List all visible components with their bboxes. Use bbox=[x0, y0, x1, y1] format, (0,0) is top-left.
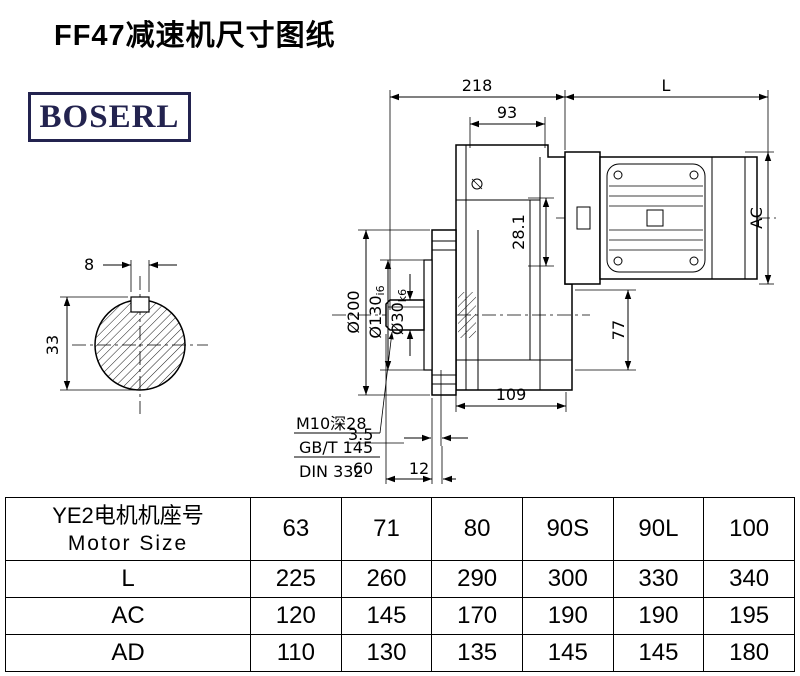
dim-d200-label: Ø200 bbox=[344, 290, 363, 333]
keyway bbox=[130, 296, 150, 313]
dim-d30-label: Ø30k6 bbox=[388, 289, 409, 335]
dim-12-label: 12 bbox=[409, 459, 429, 478]
dim-93-label: 93 bbox=[497, 103, 517, 122]
row-label-AD: AD bbox=[5, 634, 251, 672]
row-label-L: L bbox=[5, 560, 251, 598]
shaft-section-view: 8 33 bbox=[43, 255, 208, 414]
dim-218-label: 218 bbox=[462, 76, 493, 95]
cell-AD-2: 135 bbox=[431, 634, 523, 672]
cell-AC-5: 195 bbox=[703, 597, 795, 635]
cell-AD-0: 110 bbox=[250, 634, 342, 672]
row-label-AC: AC bbox=[5, 597, 251, 635]
boserl-logo: BOSERL bbox=[28, 92, 191, 142]
table-row-AC: AC 120 145 170 190 190 195 bbox=[5, 597, 795, 635]
table-row-AD: AD 110 130 135 145 145 180 bbox=[5, 634, 795, 672]
dim-L-label: L bbox=[662, 76, 671, 95]
dim-8-label: 8 bbox=[84, 255, 94, 274]
motor-shaft-stub bbox=[576, 206, 591, 230]
header-label-cn: YE2电机机座号 bbox=[52, 503, 204, 529]
dim-d130-label: Ø130i6 bbox=[366, 285, 387, 338]
table-header-label: YE2电机机座号 Motor Size bbox=[5, 497, 251, 561]
gear-housing bbox=[455, 144, 573, 391]
cell-AD-5: 180 bbox=[703, 634, 795, 672]
dim-109-label: 109 bbox=[496, 385, 527, 404]
cell-AC-3: 190 bbox=[521, 597, 614, 635]
cell-AC-4: 190 bbox=[612, 597, 705, 635]
cell-L-3: 300 bbox=[521, 560, 614, 598]
page-title: FF47减速机尺寸图纸 bbox=[54, 20, 336, 52]
dim-109: 109 bbox=[455, 385, 567, 412]
cell-AC-0: 120 bbox=[250, 597, 342, 635]
table-header-row: YE2电机机座号 Motor Size 63 71 80 90S 90L 100 bbox=[5, 497, 795, 561]
dim-60-12: 60 12 bbox=[353, 334, 456, 484]
top-dimensions: 218 L 93 bbox=[389, 76, 769, 310]
dim-3-5: 3.5 bbox=[348, 370, 468, 446]
dim-33-label: 33 bbox=[43, 335, 62, 355]
motor-dimension-table: YE2电机机座号 Motor Size 63 71 80 90S 90L 100… bbox=[5, 497, 795, 672]
header-size-90S: 90S bbox=[521, 497, 614, 561]
cell-L-0: 225 bbox=[250, 560, 342, 598]
header-label-en: Motor Size bbox=[67, 531, 189, 555]
note-din-label: DIN 332 bbox=[299, 462, 364, 481]
header-size-63: 63 bbox=[250, 497, 342, 561]
table-row-L: L 225 260 290 300 330 340 bbox=[5, 560, 795, 598]
header-size-80: 80 bbox=[431, 497, 523, 561]
header-size-100: 100 bbox=[703, 497, 795, 561]
dim-AC-label: AC bbox=[747, 207, 766, 229]
cell-AD-1: 130 bbox=[340, 634, 433, 672]
cell-L-5: 340 bbox=[703, 560, 795, 598]
cell-L-1: 260 bbox=[340, 560, 433, 598]
cell-AC-1: 145 bbox=[340, 597, 433, 635]
note-thread-label: M10深28 bbox=[296, 414, 367, 433]
dim-60-label: 60 bbox=[353, 459, 373, 478]
cell-AD-4: 145 bbox=[612, 634, 705, 672]
motor bbox=[556, 151, 776, 285]
dim-77: 77 bbox=[575, 289, 636, 371]
dim-28-1-label: 28.1 bbox=[509, 214, 528, 250]
dim-77-label: 77 bbox=[609, 320, 628, 340]
dim-3-5-label: 3.5 bbox=[348, 425, 373, 444]
header-size-71: 71 bbox=[340, 497, 433, 561]
motor-nameplate bbox=[646, 209, 664, 227]
diameter-dimensions: Ø200 Ø130i6 Ø30k6 bbox=[344, 229, 430, 396]
cell-L-4: 330 bbox=[612, 560, 705, 598]
technical-drawing: 8 33 bbox=[43, 76, 776, 484]
header-size-90L: 90L bbox=[612, 497, 705, 561]
bolt-icon bbox=[471, 178, 483, 190]
cell-L-2: 290 bbox=[431, 560, 523, 598]
cell-AD-3: 145 bbox=[521, 634, 614, 672]
thread-notes: M10深28 GB/T 145 DIN 332 bbox=[294, 331, 394, 481]
dim-28-1: 28.1 bbox=[509, 197, 554, 267]
boserl-logo-text: BOSERL bbox=[39, 98, 180, 135]
cell-AC-2: 170 bbox=[431, 597, 523, 635]
output-flange-shaft bbox=[332, 229, 590, 396]
note-gbt-label: GB/T 145 bbox=[299, 438, 373, 457]
ac-dimension: AC bbox=[745, 151, 774, 285]
